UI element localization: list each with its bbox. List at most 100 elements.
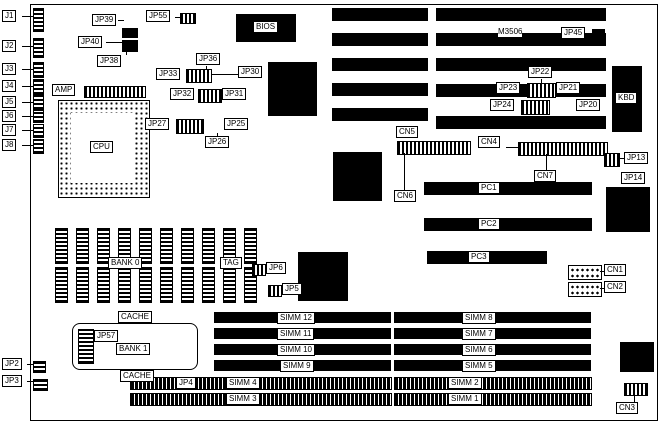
dram-chip: [202, 228, 215, 264]
jp26-label: JP26: [205, 136, 230, 148]
jp45-line: [589, 33, 592, 34]
jp5-label: JP5: [282, 283, 302, 295]
simm2-label: SIMM 2: [448, 377, 482, 389]
cache-bottom-label: CACHE: [120, 370, 155, 382]
isa-slot: [436, 84, 606, 97]
cn3-connector: [624, 383, 648, 396]
cn1-pins: [568, 265, 602, 280]
jp55-line: [175, 17, 180, 18]
jp20-label: JP20: [576, 99, 601, 111]
jp40-jumper: [122, 40, 138, 52]
bank0-label: BANK 0: [108, 257, 143, 269]
dram-chip: [55, 228, 68, 264]
j5-label: J5: [2, 96, 17, 108]
jp2-jumper: [33, 361, 46, 373]
dram-chip: [76, 267, 89, 303]
jp22-jumper-block: [527, 83, 556, 98]
jp22-line: [541, 79, 542, 83]
j8-connector: [33, 139, 44, 154]
jp3-label: JP3: [2, 375, 22, 387]
simm-slot: [130, 393, 392, 406]
simm3-label: SIMM 3: [226, 393, 260, 405]
cn3-label: CN3: [616, 402, 639, 414]
dram-chip: [76, 228, 89, 264]
j3-connector: [33, 62, 44, 78]
isa-slot: [436, 58, 606, 71]
cn5-label: CN5: [396, 126, 419, 138]
dram-chip: [118, 267, 131, 303]
bios-label: BIOS: [253, 21, 279, 33]
isa-slot: [332, 33, 428, 46]
dram-chip: [244, 267, 257, 303]
ic-chip-d: [298, 252, 348, 301]
bank1-label: BANK 1: [116, 343, 151, 355]
jp14-label: JP14: [621, 172, 646, 184]
simm7-label: SIMM 7: [462, 328, 496, 340]
simm6-label: SIMM 6: [462, 344, 496, 356]
cn7-line: [546, 154, 547, 170]
jp20-jumper-block: [521, 100, 550, 115]
cn4-connector: [518, 142, 608, 156]
isa-slot: [332, 58, 428, 71]
simm4-label: SIMM 4: [226, 377, 260, 389]
jp2-line: [27, 364, 33, 365]
jp40-label: JP40: [78, 36, 103, 48]
jp4-label: JP4: [176, 377, 196, 389]
simm-slot: [394, 377, 592, 390]
simm-slot: [130, 377, 392, 390]
j4-line: [22, 86, 33, 87]
simm1-label: SIMM 1: [448, 393, 482, 405]
dram-chip: [160, 267, 173, 303]
pc2-label: PC2: [478, 218, 500, 230]
jp3-line: [27, 381, 33, 382]
jp33-label: JP33: [156, 68, 181, 80]
jp3-jumper: [33, 379, 48, 391]
ic-chip-e: [620, 342, 654, 372]
j4-connector: [33, 79, 44, 95]
cn1-label: CN1: [604, 264, 627, 276]
cn4-line: [506, 147, 518, 148]
jp27-label: JP27: [145, 118, 170, 130]
j5-line: [22, 102, 33, 103]
jp33-jumper: [186, 69, 212, 83]
jp36-line: [206, 66, 207, 69]
j7-connector: [33, 124, 44, 138]
jp27-jumper: [176, 119, 204, 134]
cn2-line: [600, 288, 604, 289]
j2-connector: [33, 38, 44, 58]
jp45-label: JP45: [561, 27, 586, 39]
jp6-label: JP6: [266, 262, 286, 274]
j1-connector: [33, 8, 44, 32]
ic-chip-b: [333, 152, 382, 201]
jp24-label: JP24: [490, 99, 515, 111]
jp21-label: JP21: [556, 82, 581, 94]
jp39-label: JP39: [92, 14, 117, 26]
jp55-label: JP55: [146, 10, 171, 22]
j1-label: J1: [2, 10, 17, 22]
cn5-connector: [397, 141, 471, 155]
dram-chip: [139, 267, 152, 303]
j4-label: J4: [2, 80, 17, 92]
dram-chip: [223, 267, 236, 303]
jp55-jumper: [180, 13, 196, 24]
j8-line: [22, 145, 33, 146]
ic-chip-a: [268, 62, 317, 116]
jp38-label: JP38: [97, 55, 122, 67]
simm10-label: SIMM 10: [277, 344, 316, 356]
jp32-jumper: [198, 89, 222, 103]
jp13-label: JP13: [624, 152, 649, 164]
dram-chip: [55, 267, 68, 303]
dram-chip: [181, 267, 194, 303]
jp45-jumper: [592, 29, 605, 39]
dram-chip: [97, 267, 110, 303]
j1-line: [22, 16, 33, 17]
dram-chip: [160, 228, 173, 264]
isa-slot: [436, 116, 606, 129]
j5-connector: [33, 95, 44, 110]
bank0-row-2: [55, 267, 257, 303]
cn6-label: CN6: [394, 190, 417, 202]
cn2-label: CN2: [604, 281, 627, 293]
jp30-line: [212, 74, 238, 75]
jp23-label: JP23: [496, 82, 521, 94]
jp13-jumper: [604, 153, 620, 167]
